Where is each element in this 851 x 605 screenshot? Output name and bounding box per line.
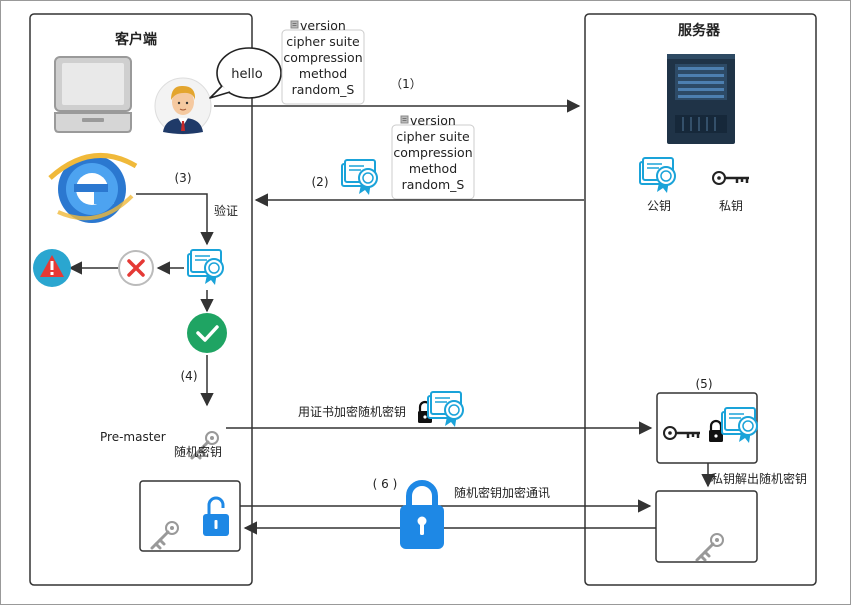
received-certificate-icon (187, 249, 224, 286)
encrypt-with-cert-label: 用证书加密随机密钥 (298, 404, 406, 419)
document-icon (290, 20, 299, 29)
param-version: version (300, 18, 346, 33)
server-panel (584, 13, 817, 586)
laptop-icon (54, 56, 132, 133)
param-cipher-suite: cipher suite (396, 129, 470, 144)
success-check-icon (187, 313, 227, 353)
hello-params-box-2: version cipher suite compression method … (391, 113, 475, 200)
step-2-label: (2) (312, 175, 329, 189)
server-title: 服务器 (678, 22, 721, 39)
browser-icon (48, 153, 138, 223)
param-random: random_S (292, 82, 355, 97)
verify-label: 验证 (214, 203, 238, 218)
unlock-icon (203, 496, 229, 536)
param-cipher-suite: cipher suite (286, 34, 360, 49)
step-1-label: （1） (390, 77, 422, 91)
private-key-label: 私钥 (719, 199, 743, 213)
fail-x-icon (118, 250, 154, 286)
encrypted-comm-label: 随机密钥加密通讯 (454, 485, 550, 500)
warning-icon (33, 249, 71, 287)
param-version: version (410, 113, 456, 128)
server-session-key-box (655, 490, 758, 563)
step-6-label: ( 6 ) (373, 477, 398, 491)
client-panel (29, 13, 253, 586)
param-method: method (409, 161, 457, 176)
server-rack-icon (667, 54, 735, 144)
hello-params-box-1: version cipher suite compression method … (281, 18, 365, 105)
decrypt-with-private-label: 私钥解出随机密钥 (711, 471, 807, 486)
param-compression: compression (393, 145, 472, 160)
private-key-icon (711, 170, 751, 186)
public-key-label: 公钥 (647, 199, 671, 213)
param-random: random_S (402, 177, 465, 192)
step-3-label: (3) (175, 171, 192, 185)
hello-bubble: hello (209, 47, 282, 99)
premaster-random-key-label: 随机密钥 (174, 444, 222, 459)
lock-icon (400, 480, 444, 549)
param-method: method (299, 66, 347, 81)
premaster-label: Pre-master (100, 430, 166, 444)
step-5-label: (5) (696, 377, 713, 391)
step-4-label: (4) (181, 369, 198, 383)
public-key-certificate-icon (639, 157, 676, 194)
client-title: 客户端 (114, 31, 157, 48)
hello-text: hello (231, 67, 262, 82)
arrow-step-3 (136, 193, 214, 246)
certificate-icon (427, 391, 464, 428)
certificate-icon (341, 159, 378, 196)
param-compression: compression (283, 50, 362, 65)
document-icon (400, 115, 409, 124)
user-avatar-icon (154, 77, 212, 135)
